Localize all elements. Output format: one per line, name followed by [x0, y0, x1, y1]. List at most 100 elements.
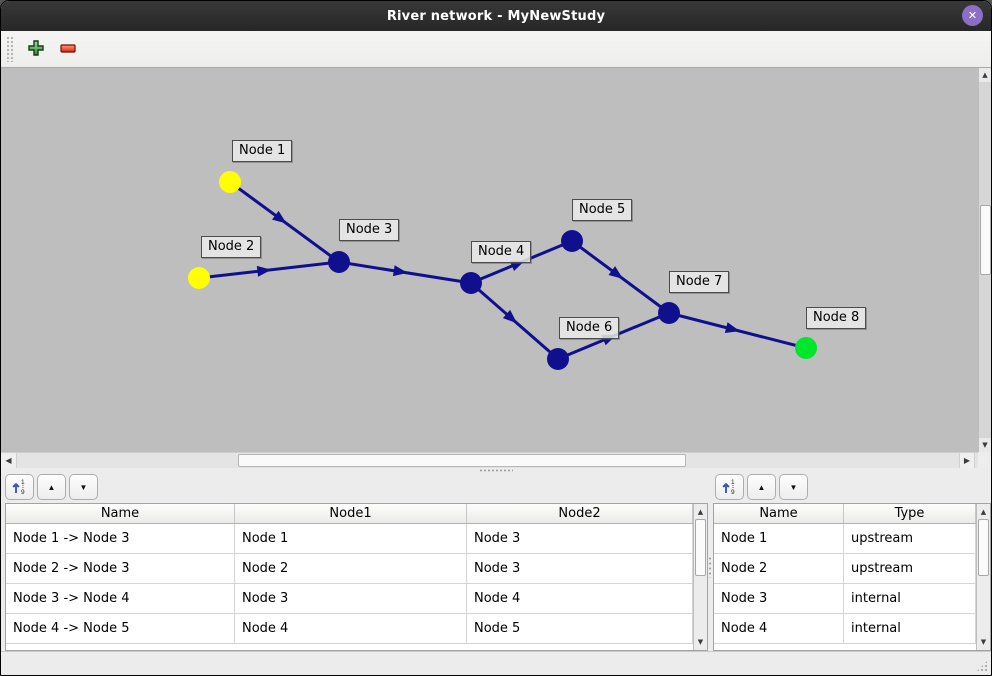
status-bar: [1, 651, 991, 675]
up-triangle-icon: ▲: [47, 482, 56, 492]
up-triangle-icon: ▲: [757, 482, 766, 492]
node-label[interactable]: Node 3: [339, 219, 400, 241]
river-node[interactable]: [460, 272, 482, 294]
edge-move-down-button[interactable]: ▼: [69, 474, 98, 500]
scroll-left-icon[interactable]: ◀: [1, 453, 17, 468]
table-cell: Node 1 -> Node 3: [6, 524, 235, 554]
table-cell: Node 4: [714, 614, 844, 644]
node-move-up-button[interactable]: ▲: [747, 474, 776, 500]
flow-arrow-icon: [724, 322, 740, 333]
scroll-up-icon[interactable]: ▲: [980, 508, 987, 516]
river-node[interactable]: [328, 251, 350, 273]
scroll-up-icon[interactable]: ▲: [697, 508, 704, 516]
table-cell: Node 2 -> Node 3: [6, 554, 235, 584]
node-move-down-button[interactable]: ▼: [779, 474, 808, 500]
node-sort-button[interactable]: 1 9: [715, 474, 744, 500]
column-header[interactable]: Name: [714, 504, 844, 523]
river-node[interactable]: [188, 267, 210, 289]
table-cell: internal: [844, 614, 976, 644]
flow-arrow-icon: [256, 265, 272, 277]
close-icon: ✕: [967, 9, 978, 22]
node-label[interactable]: Node 6: [559, 317, 620, 339]
scroll-down-icon[interactable]: ▼: [979, 438, 991, 452]
minus-icon: [59, 39, 77, 60]
column-header[interactable]: Name: [6, 504, 235, 523]
node-label[interactable]: Node 1: [232, 140, 293, 162]
plus-icon: [27, 39, 45, 60]
table-cell: Node 2: [714, 554, 844, 584]
down-triangle-icon: ▼: [789, 482, 798, 492]
river-node[interactable]: [547, 348, 569, 370]
flow-arrow-icon: [502, 309, 518, 324]
network-canvas[interactable]: Node 1 Node 2 Node 3 Node 4 Node 5 Node 6 Node…: [1, 68, 991, 452]
horizontal-splitter[interactable]: [1, 468, 991, 473]
table-cell: Node 3 -> Node 4: [6, 584, 235, 614]
table-cell: Node 1: [235, 524, 467, 554]
table-cell: upstream: [844, 554, 976, 584]
edge-table-scroll-thumb[interactable]: [695, 519, 706, 576]
edge-move-up-button[interactable]: ▲: [37, 474, 66, 500]
river-node[interactable]: [561, 230, 583, 252]
table-cell: Node 3: [235, 584, 467, 614]
svg-text:1: 1: [21, 479, 25, 486]
node-label[interactable]: Node 4: [471, 241, 532, 263]
titlebar[interactable]: River network - MyNewStudy ✕: [1, 1, 991, 31]
edge-sort-button[interactable]: 1 9: [5, 474, 34, 500]
close-button[interactable]: ✕: [962, 5, 983, 26]
down-triangle-icon: ▼: [79, 482, 88, 492]
window-title: River network - MyNewStudy: [386, 8, 606, 24]
table-cell: Node 4: [467, 584, 693, 614]
scroll-up-icon[interactable]: ▲: [979, 68, 991, 82]
svg-text:1: 1: [731, 479, 735, 486]
vertical-scroll-thumb[interactable]: [980, 205, 991, 275]
resize-grip-icon[interactable]: [976, 660, 988, 672]
add-button[interactable]: [25, 38, 47, 60]
river-node[interactable]: [795, 337, 817, 359]
node-table-scrollbar[interactable]: ▲ ▼: [976, 504, 990, 650]
flow-arrow-icon: [509, 260, 525, 272]
column-header[interactable]: Node1: [235, 504, 467, 523]
splitter-handle-icon: [479, 469, 513, 472]
scroll-down-icon[interactable]: ▼: [697, 638, 704, 646]
toolbar-drag-handle[interactable]: [6, 36, 15, 62]
scroll-down-icon[interactable]: ▼: [980, 638, 987, 646]
node-label[interactable]: Node 2: [201, 236, 262, 258]
node-label[interactable]: Node 8: [806, 307, 867, 329]
flow-arrow-icon: [272, 210, 287, 224]
column-header[interactable]: Type: [844, 504, 976, 523]
table-cell: Node 1: [714, 524, 844, 554]
table-cell: Node 4 -> Node 5: [6, 614, 235, 644]
horizontal-scroll-thumb[interactable]: [238, 454, 686, 467]
node-table-scroll-thumb[interactable]: [978, 519, 989, 576]
column-header[interactable]: Node2: [467, 504, 693, 523]
sort-ascending-icon: 1 9: [721, 478, 738, 497]
remove-button[interactable]: [57, 38, 79, 60]
river-node[interactable]: [219, 171, 241, 193]
main-toolbar: [1, 31, 991, 68]
svg-text:9: 9: [731, 489, 735, 495]
node-label[interactable]: Node 7: [669, 271, 730, 293]
table-cell: Node 5: [467, 614, 693, 644]
canvas-horizontal-scrollbar[interactable]: ◀ ▶: [1, 452, 978, 468]
node-label[interactable]: Node 5: [572, 199, 633, 221]
vertical-splitter[interactable]: [708, 556, 712, 578]
canvas-vertical-scrollbar[interactable]: ▲ ▼: [978, 68, 991, 452]
table-cell: internal: [844, 584, 976, 614]
edge-table-scrollbar[interactable]: ▲ ▼: [693, 504, 707, 650]
scroll-right-icon[interactable]: ▶: [959, 453, 975, 468]
river-node[interactable]: [658, 302, 680, 324]
